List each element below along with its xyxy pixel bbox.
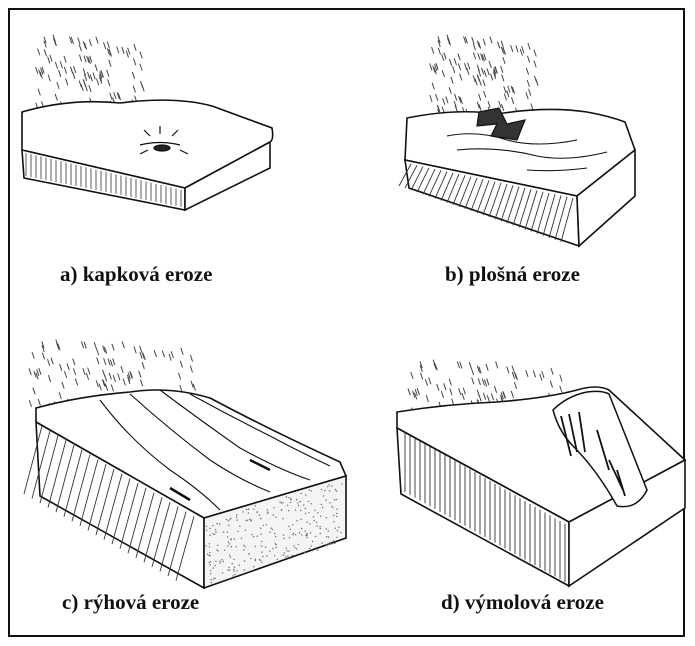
panel-sheet-erosion: b) plošná eroze (347, 0, 695, 320)
caption-sheet-erosion: b) plošná eroze (445, 262, 580, 287)
caption-gully-erosion: d) výmolová eroze (441, 590, 604, 615)
panel-splash-erosion: a) kapková eroze (0, 0, 347, 320)
panel-rill-erosion: c) rýhová eroze (0, 320, 347, 646)
caption-splash-erosion: a) kapková eroze (60, 262, 212, 287)
caption-rill-erosion: c) rýhová eroze (62, 590, 199, 615)
panel-gully-erosion: d) výmolová eroze (347, 320, 695, 646)
